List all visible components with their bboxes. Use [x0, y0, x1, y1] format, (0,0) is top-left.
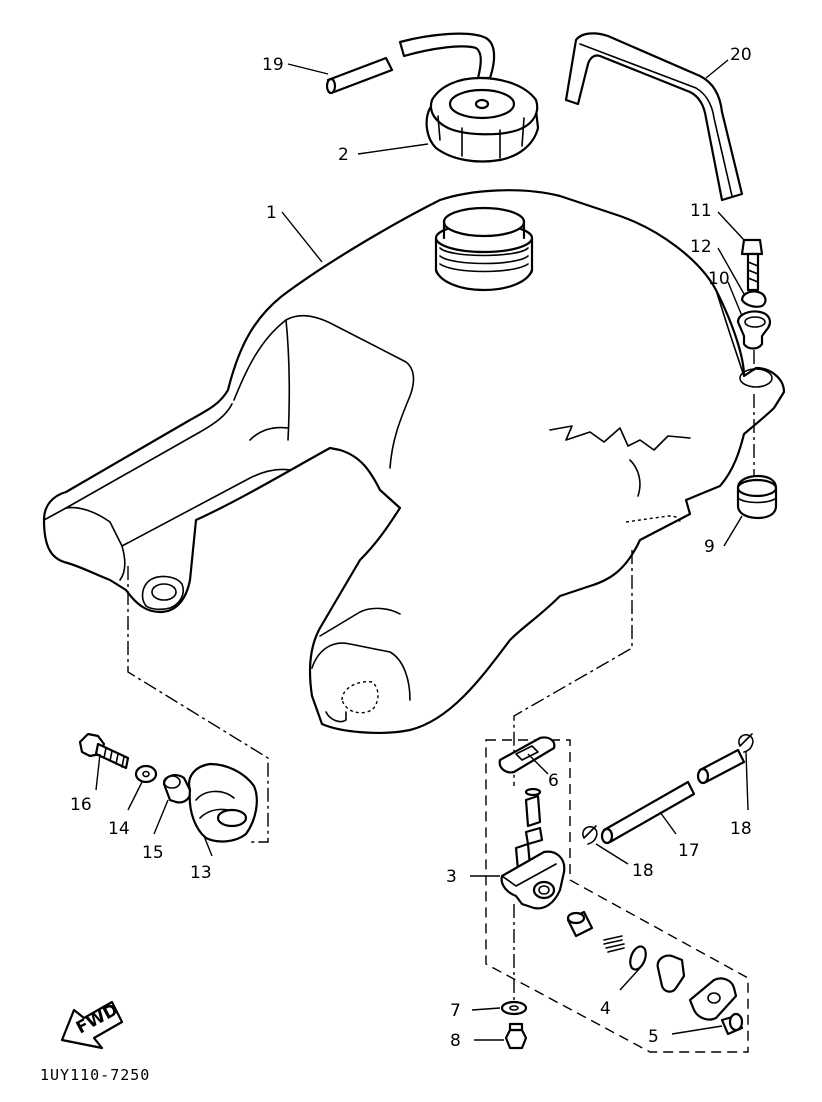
callout-7: 7 [450, 1001, 461, 1021]
callout-1: 1 [266, 203, 277, 223]
part-20-tank-band[interactable] [564, 32, 744, 202]
callout-16: 16 [70, 795, 92, 815]
part-6-gasket[interactable] [498, 736, 556, 774]
callout-5: 5 [648, 1027, 659, 1047]
fuel-cock-internal-parts[interactable] [566, 910, 738, 1021]
leader-lines [95, 59, 749, 1041]
part-16-bolt[interactable] [78, 732, 130, 770]
part-3-fuel-cock[interactable] [500, 787, 566, 910]
callout-18-lower: 18 [632, 861, 654, 881]
drawing-code: 1UY110-7250 [40, 1066, 150, 1084]
part-18-clip-upper[interactable] [738, 733, 754, 753]
part-12-washer[interactable] [740, 290, 767, 308]
callout-19: 19 [262, 55, 284, 75]
part-18-clip-lower[interactable] [582, 825, 598, 845]
callout-17: 17 [678, 841, 700, 861]
callout-8: 8 [450, 1031, 461, 1051]
callout-10: 10 [708, 269, 730, 289]
part-15-collar[interactable] [162, 774, 192, 804]
callout-14: 14 [108, 819, 130, 839]
fwd-arrow-badge: FWD [60, 1000, 124, 1050]
part-13-damper[interactable] [188, 762, 258, 843]
callout-12: 12 [690, 237, 712, 257]
callout-3: 3 [446, 867, 457, 887]
part-5-screw[interactable] [720, 1012, 744, 1036]
part-4-o-ring[interactable] [627, 944, 648, 971]
callout-13: 13 [190, 863, 212, 883]
callout-6: 6 [548, 771, 559, 791]
part-9-damper[interactable] [736, 474, 778, 520]
callout-15: 15 [142, 843, 164, 863]
callout-11: 11 [690, 201, 712, 221]
part-2-fuel-cap[interactable] [425, 76, 540, 163]
part-11-bolt[interactable] [740, 238, 764, 292]
callout-20: 20 [730, 45, 752, 65]
part-1-fuel-tank[interactable] [42, 189, 786, 734]
callout-2: 2 [338, 145, 349, 165]
callout-18-upper: 18 [730, 819, 752, 839]
part-14-washer[interactable] [134, 764, 158, 784]
part-8-drain-bolt[interactable] [504, 1022, 528, 1050]
part-10-collar[interactable] [736, 310, 771, 350]
callout-4: 4 [600, 999, 611, 1019]
callout-9: 9 [704, 537, 715, 557]
part-7-washer[interactable] [500, 1000, 528, 1016]
fuel-cock-group-outline [485, 739, 749, 1053]
part-17-fuel-pipe[interactable] [600, 748, 746, 845]
